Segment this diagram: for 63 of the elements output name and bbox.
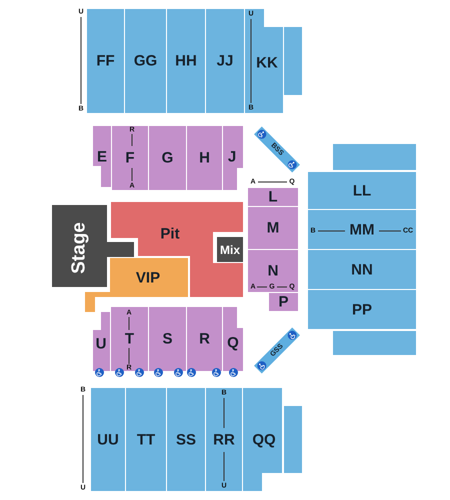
section-label: Q: [227, 336, 239, 350]
section-label: SS: [176, 432, 196, 447]
seating-section: [333, 331, 416, 355]
seating-section: [308, 250, 416, 289]
section-label: RR: [213, 432, 235, 447]
seating-section: [87, 9, 124, 113]
seating-section: [187, 307, 222, 371]
seating-section: [333, 144, 416, 170]
section-label: H: [199, 150, 210, 166]
seating-section: [206, 388, 242, 491]
seating-section: [243, 388, 282, 491]
stage-label: Stage: [70, 222, 88, 274]
seating-section: [223, 307, 243, 371]
seating-section: [167, 388, 205, 491]
section-label: F: [125, 150, 135, 166]
section-label: VIP: [136, 270, 160, 286]
section-label: UU: [97, 432, 119, 447]
section-label: NN: [351, 262, 373, 277]
section-label: E: [97, 150, 107, 164]
section-label: R: [199, 332, 210, 346]
section-label: N: [268, 264, 278, 278]
seating-section: [308, 210, 416, 249]
section-label: J: [228, 150, 236, 164]
mix-position: [217, 237, 243, 262]
section-label: JJ: [216, 54, 234, 68]
seating-section: [149, 307, 186, 371]
seating-section: [125, 9, 166, 113]
seating-section: [269, 293, 298, 311]
seating-section: [284, 27, 302, 95]
section-label: S: [162, 332, 172, 346]
section-label: M: [266, 220, 280, 236]
section-label: L: [268, 190, 278, 204]
section-label: Pit: [160, 226, 180, 242]
seating-section: [248, 250, 298, 292]
seating-section: [149, 126, 186, 190]
section-label: KK: [256, 56, 278, 70]
section-label: TT: [136, 432, 156, 447]
seating-section: [206, 9, 244, 113]
section-label: GG: [134, 54, 158, 68]
section-label: P: [278, 294, 288, 310]
section-label: FF: [96, 54, 115, 68]
seating-section: [308, 290, 416, 329]
section-label: PP: [352, 302, 372, 317]
seating-section: [167, 9, 205, 113]
section-label: G: [162, 150, 174, 166]
seating-section: [248, 207, 298, 249]
seating-section: [248, 188, 298, 206]
seating-section: [223, 126, 243, 190]
section-label: QQ: [252, 432, 276, 448]
seating-section: [91, 388, 125, 491]
floor-section: [111, 202, 243, 297]
section-label: T: [124, 332, 134, 346]
section-label: HH: [175, 54, 197, 68]
seating-section: [308, 172, 416, 209]
seating-section: [126, 388, 166, 491]
section-label: MM: [350, 222, 374, 237]
section-label: U: [96, 336, 106, 352]
mix-label: Mix: [220, 244, 240, 256]
stage-area: [52, 205, 134, 287]
seating-section: [284, 406, 302, 473]
section-label: LL: [352, 183, 372, 198]
seating-section: [245, 9, 283, 113]
seating-section: [187, 126, 222, 190]
